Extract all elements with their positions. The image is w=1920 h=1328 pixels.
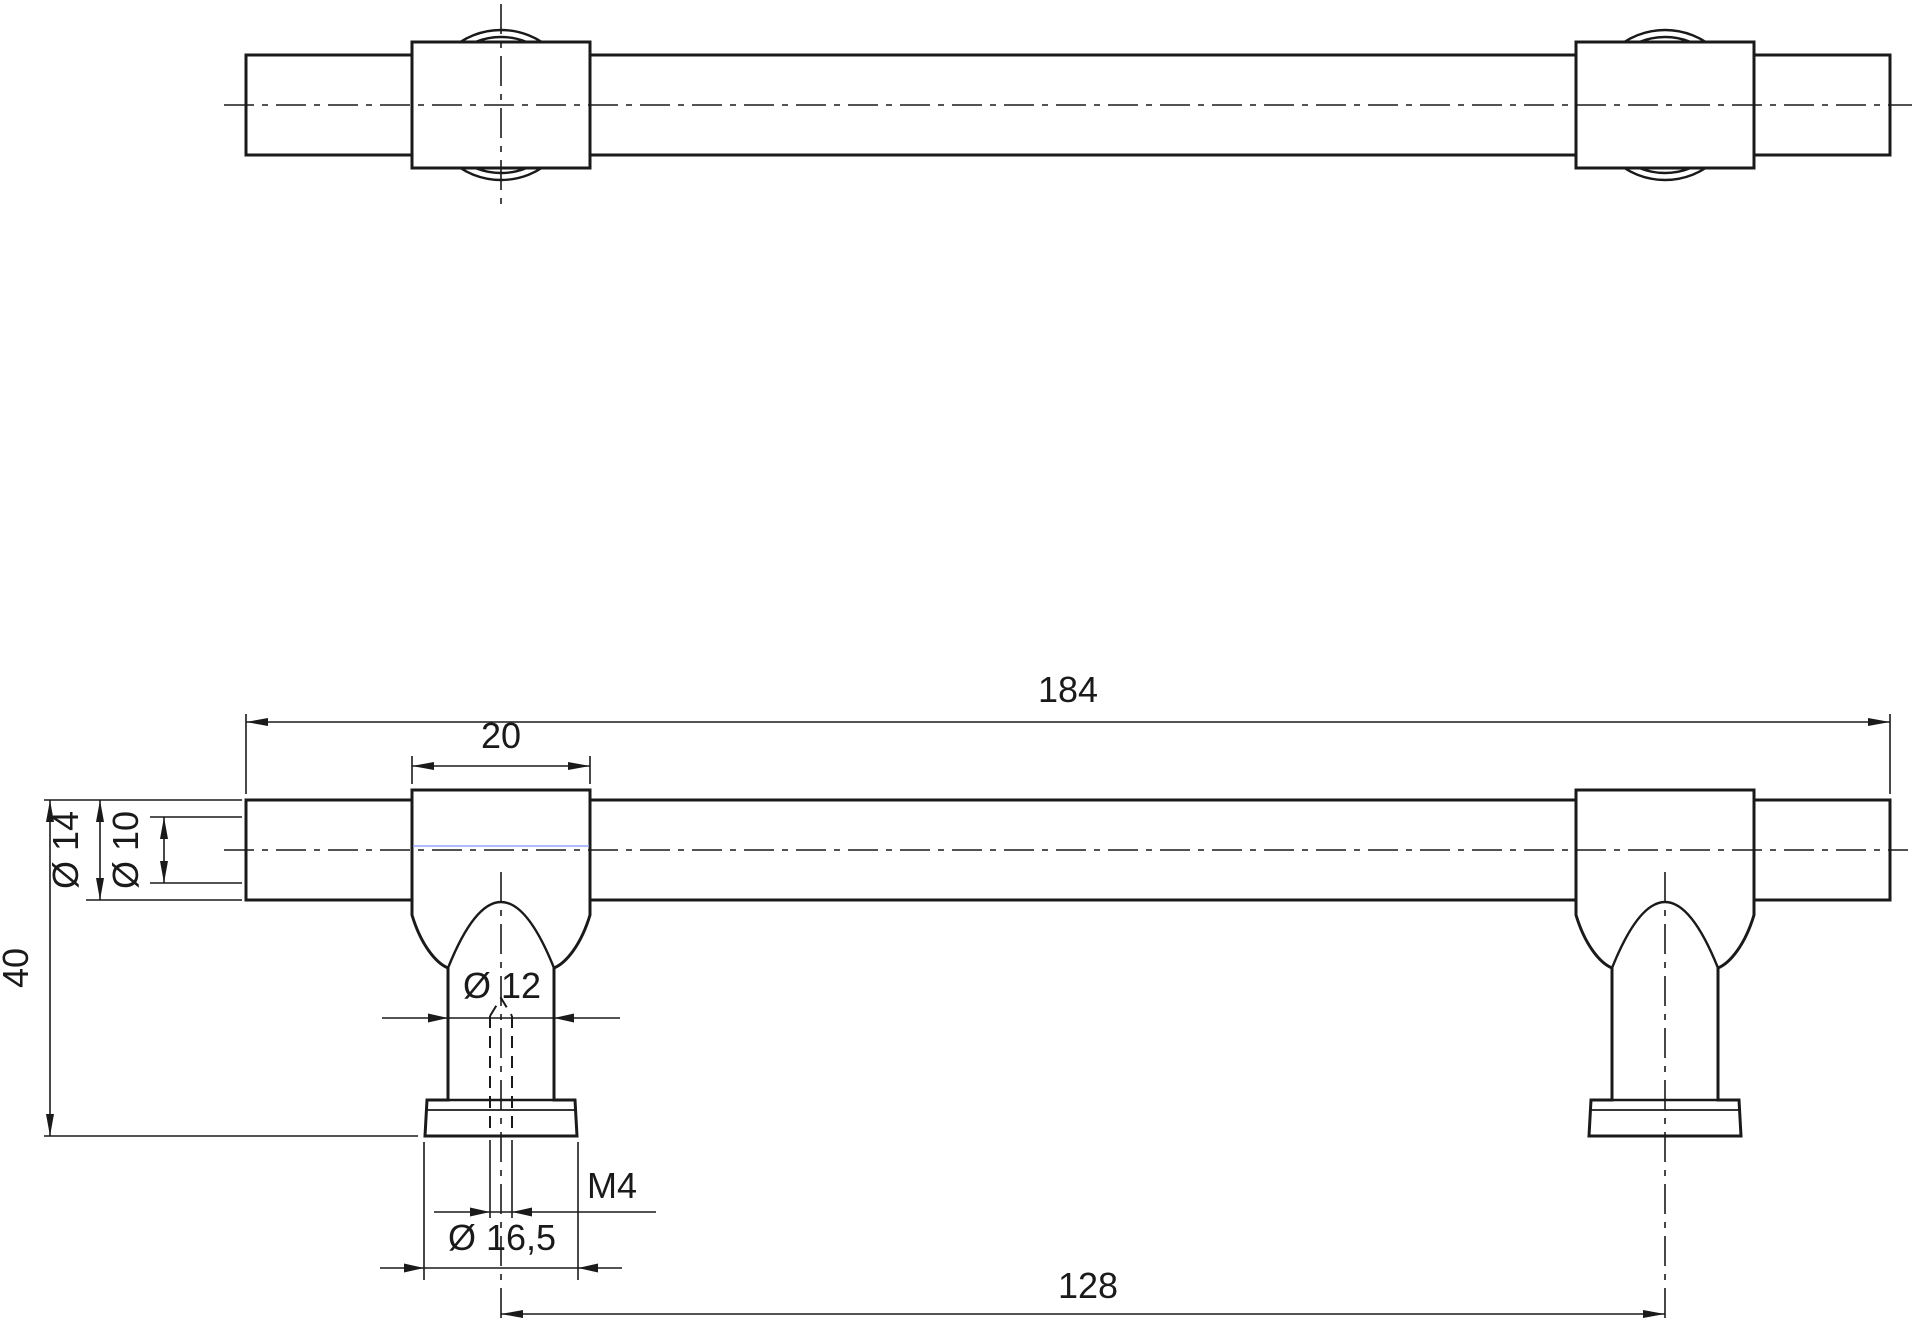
right-post-dome-arc — [1610, 901, 1720, 969]
dimension-hole-centers: 128 — [501, 1265, 1665, 1318]
dim-bar-inner-diameter-text: Ø 10 — [105, 811, 146, 889]
top-view — [224, 4, 1912, 208]
dimension-stem-diameter: Ø 12 — [382, 965, 620, 1023]
dim-hole-centers-text: 128 — [1058, 1265, 1118, 1306]
dim-base-diameter-text: Ø 16,5 — [448, 1217, 556, 1258]
dim-overall-height-text: 40 — [0, 948, 36, 988]
dimension-overall-length: 184 — [245, 669, 1891, 794]
dim-stem-diameter-text: Ø 12 — [463, 965, 541, 1006]
dim-overall-length-text: 184 — [1038, 669, 1098, 710]
dimension-base-diameter: Ø 16,5 — [380, 1142, 622, 1280]
dim-bar-outer-diameter-text: Ø 14 — [45, 811, 86, 889]
dimension-bar-inner-diameter: Ø 10 — [105, 811, 242, 889]
dimension-thread-size: M4 — [434, 1140, 656, 1218]
dim-post-width-text: 20 — [481, 715, 521, 756]
left-post-dome-arc — [446, 901, 556, 969]
dimension-post-width: 20 — [411, 715, 591, 784]
dim-thread-size-text: M4 — [587, 1165, 637, 1206]
front-view — [224, 788, 1908, 1326]
dimension-overall-height: 40 — [0, 800, 418, 1137]
